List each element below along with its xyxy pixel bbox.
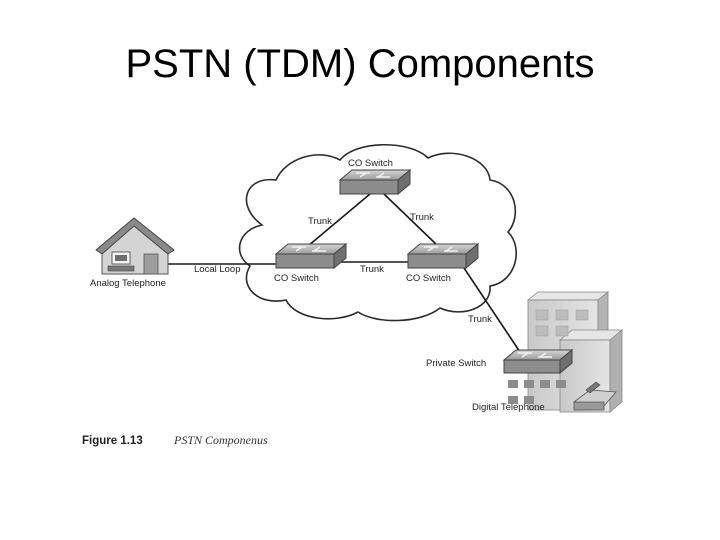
trunk-line-right — [383, 193, 439, 247]
figure-number: Figure 1.13 — [82, 435, 143, 447]
label-co-switch-top: CO Switch — [348, 158, 393, 169]
label-digital-telephone: Digital Telephone — [472, 402, 545, 413]
label-co-switch-left: CO Switch — [274, 273, 319, 284]
label-trunk-left: Trunk — [308, 216, 332, 227]
trunk-line-left — [307, 193, 371, 247]
label-trunk-middle: Trunk — [360, 264, 384, 275]
label-trunk-private: Trunk — [468, 314, 492, 325]
figure-caption: PSTN Componenus — [173, 433, 268, 447]
co-switch-left-icon — [274, 242, 348, 270]
label-private-switch: Private Switch — [426, 358, 486, 369]
label-trunk-right: Trunk — [410, 212, 434, 223]
label-analog-telephone: Analog Telephone — [90, 278, 166, 289]
digital-telephone-icon — [572, 381, 617, 411]
co-switch-right-icon — [406, 242, 480, 270]
slide-title: PSTN (TDM) Components — [125, 42, 595, 86]
pstn-cloud — [238, 143, 517, 322]
private-switch-icon — [502, 348, 574, 375]
house-icon — [95, 217, 175, 275]
label-co-switch-right: CO Switch — [406, 273, 451, 284]
co-switch-top-icon — [338, 168, 412, 196]
trunk-line-private — [459, 261, 521, 353]
label-local-loop: Local Loop — [194, 264, 240, 275]
